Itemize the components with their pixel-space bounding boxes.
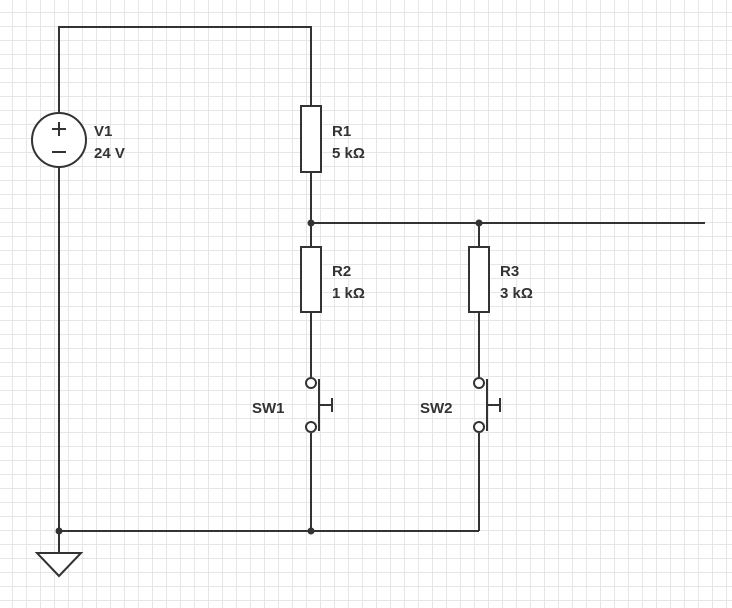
ground-symbol[interactable] <box>34 552 84 578</box>
sw2-ref-label: SW2 <box>420 400 453 417</box>
junction-dot-r1-r2 <box>307 219 315 227</box>
switch-terminal-icon <box>305 377 317 389</box>
r1-value-label: 5 kΩ <box>332 145 365 162</box>
resistor-r3-body <box>468 246 490 313</box>
voltage-source-icon <box>31 112 87 168</box>
push-switch-sw1[interactable]: SW1 <box>252 377 333 433</box>
switch-terminal-icon <box>473 377 485 389</box>
switch-terminal-icon <box>473 421 485 433</box>
push-switch-sw2[interactable]: SW2 <box>420 377 501 433</box>
v1-value-label: 24 V <box>94 145 125 162</box>
resistor-r2[interactable]: R2 1 kΩ <box>300 246 365 313</box>
resistor-r1[interactable]: R1 5 kΩ <box>300 105 365 173</box>
switch-contact-icon <box>486 379 501 431</box>
r2-ref-label: R2 <box>332 263 351 280</box>
sw1-ref-label: SW1 <box>252 400 285 417</box>
ground-icon <box>34 552 84 578</box>
wires <box>58 26 705 553</box>
r2-value-label: 1 kΩ <box>332 285 365 302</box>
switch-contact-icon <box>318 379 333 431</box>
voltage-source-v1[interactable]: V1 24 V <box>31 112 125 168</box>
resistor-r2-body <box>300 246 322 313</box>
junction-dot-r3 <box>475 219 483 227</box>
junction-dot-sw1-bottom <box>307 527 315 535</box>
junction-dot-ground <box>55 527 63 535</box>
v1-ref-label: V1 <box>94 123 112 140</box>
r3-ref-label: R3 <box>500 263 519 280</box>
r1-ref-label: R1 <box>332 123 351 140</box>
wire-top-left <box>58 26 312 113</box>
resistor-r1-body <box>300 105 322 173</box>
r3-value-label: 3 kΩ <box>500 285 533 302</box>
plus-sign-icon <box>52 122 66 136</box>
resistor-r3[interactable]: R3 3 kΩ <box>468 246 533 313</box>
switch-terminal-icon <box>305 421 317 433</box>
